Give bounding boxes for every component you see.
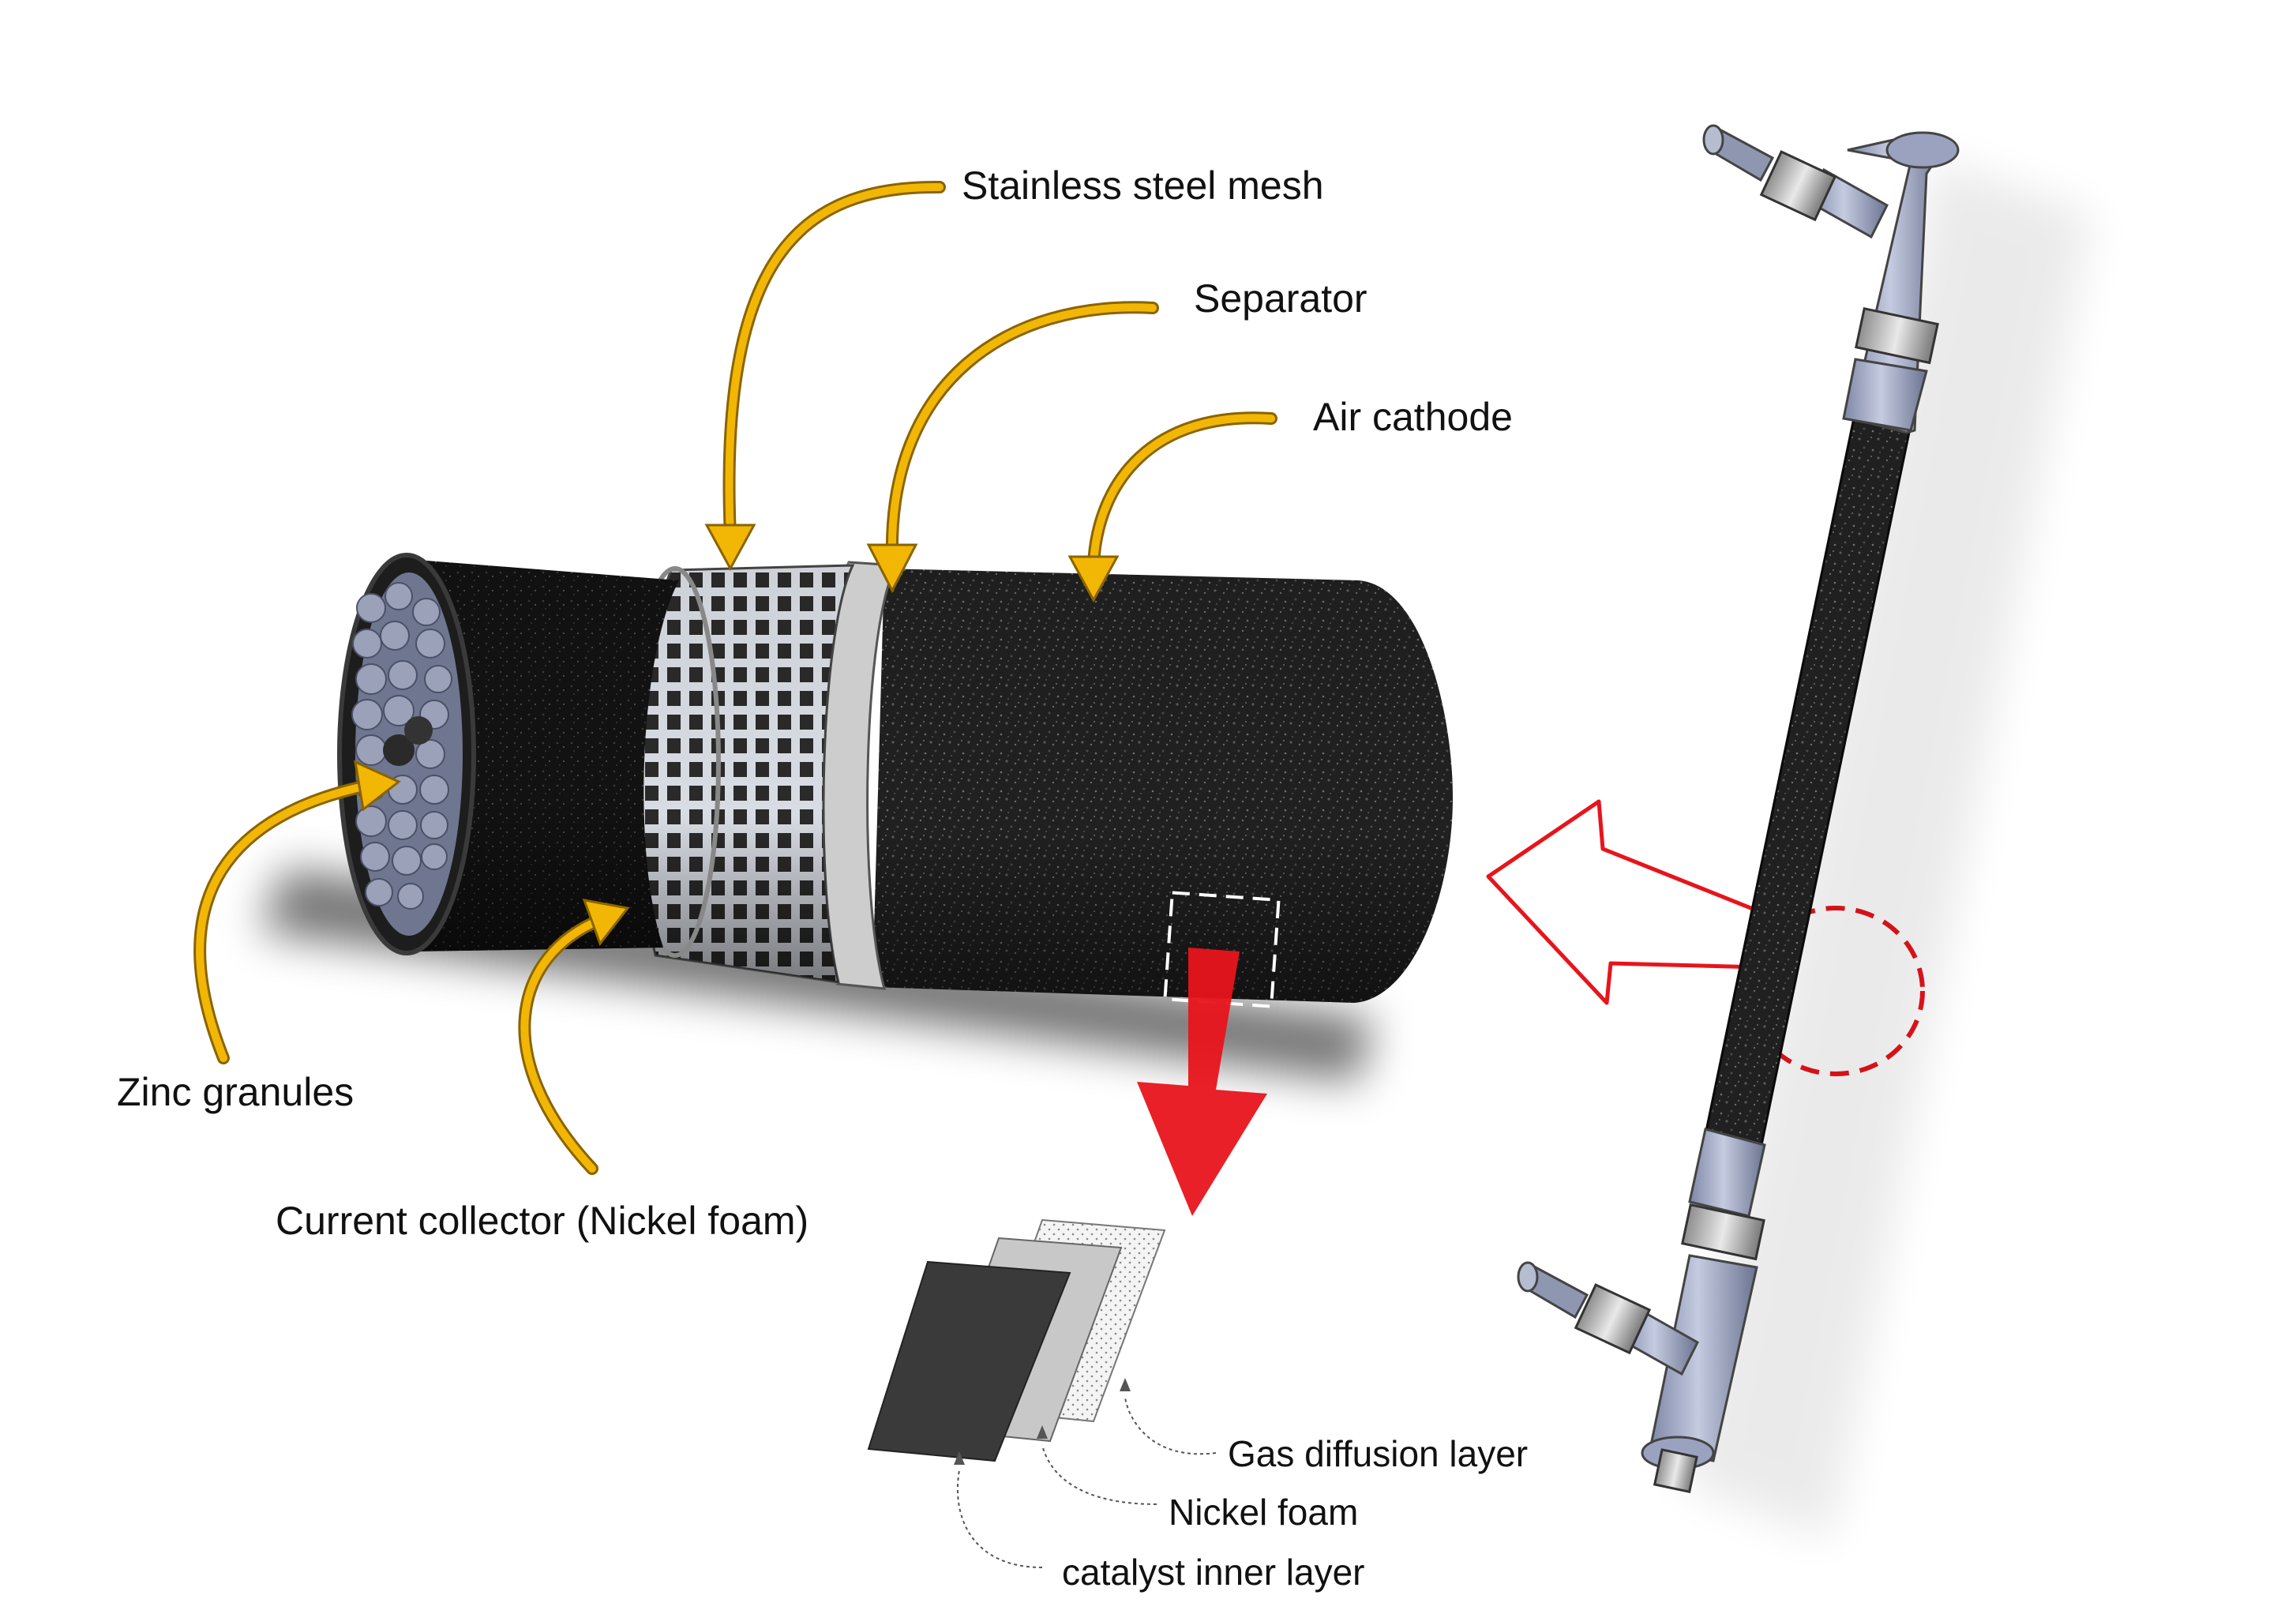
top-fitting	[1702, 124, 1960, 434]
label-zinc-granules: Zinc granules	[117, 1070, 354, 1114]
label-gas-diffusion-layer: Gas diffusion layer	[1228, 1433, 1528, 1474]
tube-assembly	[1517, 124, 2092, 1540]
callout-arrow-collector	[518, 899, 630, 1175]
nickel-foam-collector-body	[411, 561, 679, 952]
air-cathode-body	[872, 569, 1453, 1008]
stainless-steel-mesh-body	[629, 564, 855, 984]
callout-arrow-separator	[866, 301, 1159, 594]
detail-pointer-arrow	[1137, 948, 1267, 1216]
cathode-layer-stack	[867, 1218, 1217, 1568]
top-nut	[1759, 150, 1837, 222]
hollow-arrow-left-icon	[1486, 799, 1783, 1005]
label-current-collector: Current collector (Nickel foam)	[276, 1199, 808, 1243]
end-cap	[1653, 1448, 1698, 1494]
label-catalyst-inner-layer: catalyst inner layer	[1062, 1552, 1365, 1593]
catalyst-layer-sheet	[867, 1260, 1071, 1462]
bottom-coupling-nut	[1681, 1203, 1765, 1261]
bottom-fitting	[1517, 1128, 1766, 1494]
zinc-granules-face	[337, 553, 476, 955]
top-coupling-nut	[1855, 306, 1939, 365]
callout-arrow-mesh	[704, 180, 946, 572]
callout-arrow-zinc	[193, 760, 401, 1064]
callout-arrows	[193, 180, 1277, 1175]
exploded-cylinder	[261, 553, 1453, 1082]
bottom-nut	[1574, 1283, 1652, 1355]
label-stainless-steel-mesh: Stainless steel mesh	[962, 163, 1324, 208]
labels: Stainless steel mesh Separator Air catho…	[117, 163, 1528, 1593]
label-separator: Separator	[1194, 276, 1367, 321]
label-nickel-foam: Nickel foam	[1169, 1492, 1358, 1533]
tube-cathode	[1705, 411, 1911, 1149]
callout-arrow-air-cathode	[1067, 411, 1277, 603]
label-air-cathode: Air cathode	[1313, 395, 1513, 439]
